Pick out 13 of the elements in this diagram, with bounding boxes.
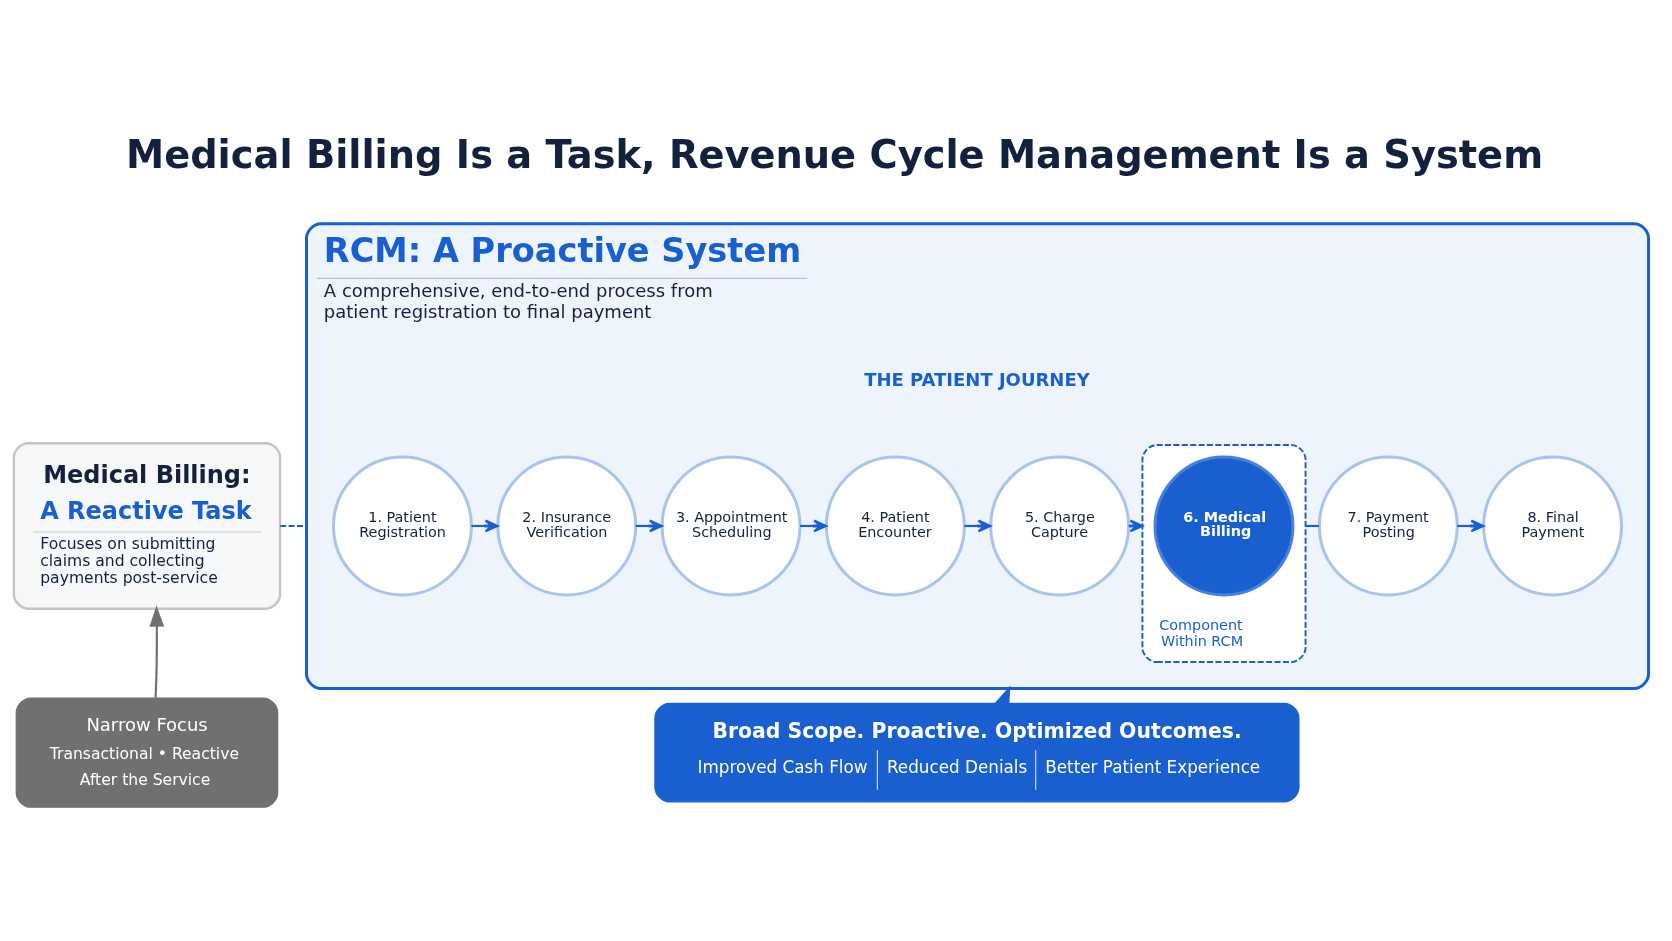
node-box: Medical Billing: A Reactive Task Focuses on submitting claims and collecting payments post-service (12, 442, 282, 610)
node-box: Narrow Focus Transactional • Reactive After the Service (15, 697, 279, 808)
node-circle: 2. Insurance Verification (496, 455, 638, 597)
node-circle: 8. Final Payment (1482, 455, 1624, 597)
connector (1305, 524, 1320, 528)
arrow (149, 605, 165, 698)
node-circle: 1. Patient Registration (332, 455, 473, 597)
node-circle: 4. Patient Encounter (824, 455, 966, 597)
node-circle: 3. Appointment Scheduling (660, 455, 802, 597)
node-circle: 6. Medical Billing (1153, 455, 1295, 597)
node-circle: 7. Payment Posting (1317, 455, 1459, 597)
label: THE PATIENT JOURNEY (864, 369, 1090, 391)
diagram-title: Medical Billing Is a Task, Revenue Cycle Management Is a System (125, 132, 1544, 178)
